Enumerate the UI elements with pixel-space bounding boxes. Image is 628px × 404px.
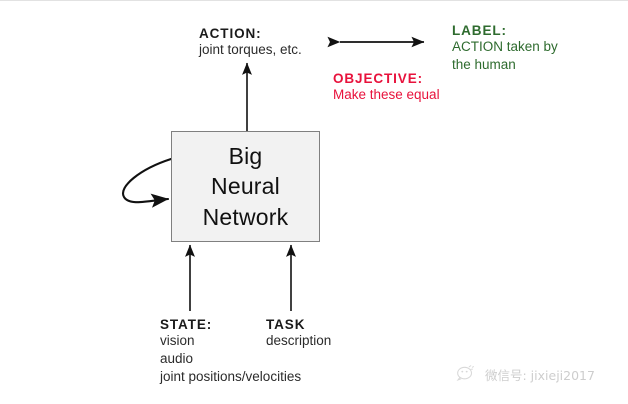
objective-heading: OBJECTIVE: xyxy=(333,71,424,86)
action-detail: joint torques, etc. xyxy=(199,42,302,57)
state-annotation: STATE: vision audio joint positions/velo… xyxy=(160,317,301,386)
task-annotation: TASK description xyxy=(266,317,331,350)
state-heading: STATE: xyxy=(160,317,213,332)
watermark-text: 微信号: jixieji2017 xyxy=(485,368,595,383)
nn-line-3: Network xyxy=(202,203,289,230)
state-detail-line-1: vision xyxy=(160,333,195,348)
wechat-icon xyxy=(456,365,475,381)
objective-annotation: OBJECTIVE: Make these equal xyxy=(333,71,440,104)
action-annotation: ACTION: joint torques, etc. xyxy=(199,26,302,59)
label-heading: LABEL: xyxy=(452,23,507,38)
objective-detail: Make these equal xyxy=(333,87,440,102)
label-annotation: LABEL: ACTION taken by the human xyxy=(452,23,558,74)
state-detail-line-2: audio xyxy=(160,350,194,366)
nn-line-1: Big xyxy=(228,142,263,169)
label-detail-line-1: ACTION taken by xyxy=(452,39,558,54)
nn-line-2: Neural xyxy=(211,173,280,200)
big-neural-network-box: Big Neural Network xyxy=(171,131,320,242)
recurrent-loop-arrow xyxy=(121,157,173,208)
watermark: 微信号: jixieji2017 xyxy=(455,363,595,386)
task-detail: description xyxy=(266,333,332,348)
state-detail-line-3: joint positions/velocities xyxy=(160,368,302,384)
action-heading: ACTION: xyxy=(199,26,262,41)
label-detail-line-2: the human xyxy=(452,56,516,72)
task-heading: TASK xyxy=(266,317,306,332)
